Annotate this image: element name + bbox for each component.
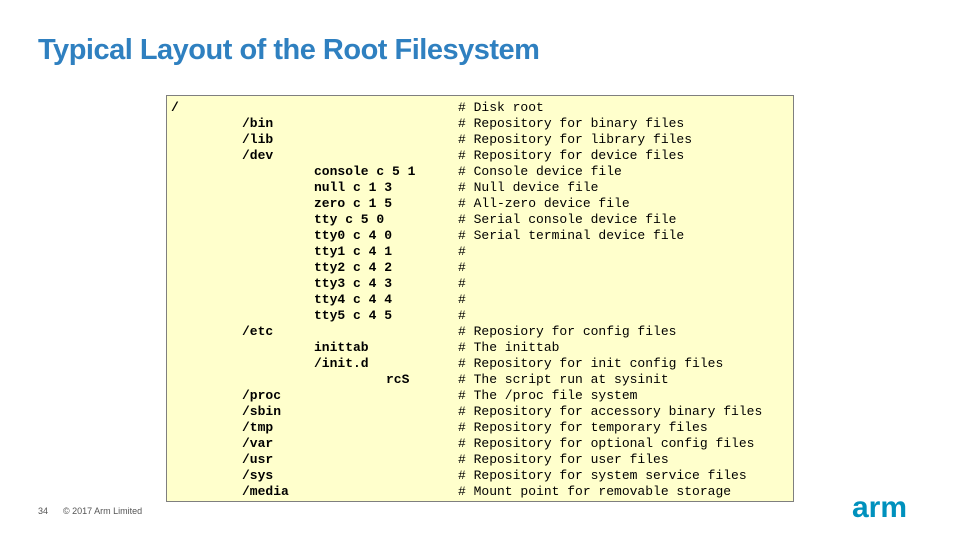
code-line: inittab # The inittab [167, 340, 787, 356]
arm-logo: arm [852, 491, 908, 524]
code-line: console c 5 1 # Console device file [167, 164, 787, 180]
code-line: /dev # Repository for device files [167, 148, 787, 164]
code-line: tty0 c 4 0 # Serial terminal device file [167, 228, 787, 244]
code-line-comment: # The inittab [458, 340, 560, 355]
code-line-path: /var [242, 436, 274, 451]
code-line: tty4 c 4 4 # [167, 292, 787, 308]
code-line-path: /sys [242, 468, 274, 483]
code-line: rcS # The script run at sysinit [167, 372, 787, 388]
code-line: /usr # Repository for user files [167, 452, 787, 468]
code-line-comment: # Console device file [458, 164, 622, 179]
code-line-path: tty2 c 4 2 [314, 260, 393, 275]
code-line: /init.d # Repository for init config file… [167, 356, 787, 372]
slide-title: Typical Layout of the Root Filesystem [38, 34, 540, 66]
code-line-path: /etc [242, 324, 274, 339]
code-line: /bin # Repository for binary files [167, 116, 787, 132]
code-line-path: console c 5 1 [314, 164, 416, 179]
code-line-path: /dev [242, 148, 274, 163]
code-line-path: tty1 c 4 1 [314, 244, 393, 259]
code-line-path: tty5 c 4 5 [314, 308, 393, 323]
code-line: null c 1 3 # Null device file [167, 180, 787, 196]
code-line: tty3 c 4 3 # [167, 276, 787, 292]
code-line-path: /init.d [314, 356, 369, 371]
code-line-comment: # All-zero device file [458, 196, 630, 211]
code-line-path: rcS [386, 372, 410, 387]
code-line: /etc # Reposiory for config files [167, 324, 787, 340]
code-line-path: null c 1 3 [314, 180, 393, 195]
code-line: zero c 1 5 # All-zero device file [167, 196, 787, 212]
code-line: / # Disk root [167, 100, 787, 116]
code-line-comment: # [458, 244, 466, 259]
code-block: / # Disk root/bin # Repository for binary … [166, 95, 794, 502]
code-line-path: / [171, 100, 179, 115]
code-line-comment: # Serial console device file [458, 212, 677, 227]
code-line-path: /lib [242, 132, 274, 147]
code-line: tty1 c 4 1 # [167, 244, 787, 260]
code-line: /tmp # Repository for temporary files [167, 420, 787, 436]
code-line-comment: # Mount point for removable storage [458, 484, 732, 499]
code-line-path: /media [242, 484, 289, 499]
code-line-comment: # [458, 308, 466, 323]
code-line-path: /tmp [242, 420, 274, 435]
code-line-comment: # Repository for binary files [458, 116, 685, 131]
code-line: /media # Mount point for removable storag… [167, 484, 787, 500]
code-line-comment: # [458, 276, 466, 291]
code-line: /lib # Repository for library files [167, 132, 787, 148]
code-line-path: tty3 c 4 3 [314, 276, 393, 291]
code-line: tty2 c 4 2 # [167, 260, 787, 276]
code-line: tty c 5 0 # Serial console device file [167, 212, 787, 228]
code-line-comment: # Repository for accessory binary files [458, 404, 763, 419]
copyright-notice: © 2017 Arm Limited [63, 506, 143, 516]
code-line-path: /proc [242, 388, 282, 403]
code-line: /sbin # Repository for accessory binary f… [167, 404, 787, 420]
code-line-path: tty c 5 0 [314, 212, 385, 227]
code-line-comment: # Null device file [458, 180, 599, 195]
code-line: /sys # Repository for system service file… [167, 468, 787, 484]
code-line: tty5 c 4 5 # [167, 308, 787, 324]
code-line-path: tty0 c 4 0 [314, 228, 393, 243]
code-line-comment: # Repository for device files [458, 148, 685, 163]
code-line-path: /bin [242, 116, 274, 131]
code-line-comment: # Repository for system service files [458, 468, 747, 483]
code-line-path: zero c 1 5 [314, 196, 393, 211]
code-line-comment: # The script run at sysinit [458, 372, 669, 387]
code-line-comment: # Disk root [458, 100, 544, 115]
code-line-comment: # Repository for temporary files [458, 420, 708, 435]
page-number: 34 [38, 506, 49, 516]
code-line-comment: # Repository for user files [458, 452, 669, 467]
code-line-comment: # [458, 260, 466, 275]
code-line-comment: # [458, 292, 466, 307]
code-line-path: tty4 c 4 4 [314, 292, 393, 307]
code-line-path: /usr [242, 452, 274, 467]
code-line-comment: # Repository for optional config files [458, 436, 755, 451]
code-line-path: /sbin [242, 404, 282, 419]
code-line-comment: # Serial terminal device file [458, 228, 685, 243]
code-line-comment: # Repository for library files [458, 132, 693, 147]
code-line: /proc # The /proc file system [167, 388, 787, 404]
code-line-comment: # Repository for init config files [458, 356, 724, 371]
code-line-comment: # Reposiory for config files [458, 324, 677, 339]
code-line-comment: # The /proc file system [458, 388, 638, 403]
code-line-path: inittab [314, 340, 369, 355]
code-line: /var # Repository for optional config fil… [167, 436, 787, 452]
